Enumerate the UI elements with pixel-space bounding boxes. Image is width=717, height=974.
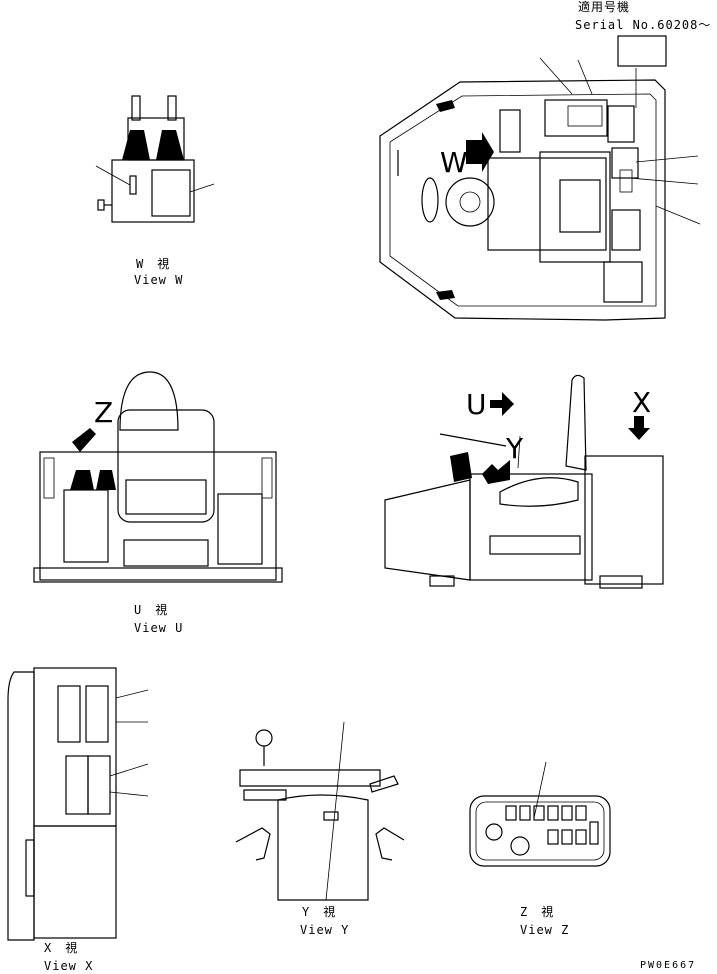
serial-box <box>617 35 667 67</box>
view-u-drawing <box>33 371 283 583</box>
view-z-en: View Z <box>520 923 569 937</box>
serial-label: Serial No.60208～ <box>575 18 711 32</box>
view-z-jp: Z 視 <box>520 904 554 919</box>
view-y-en: View Y <box>300 923 349 937</box>
view-y-jp: Y 視 <box>302 904 336 919</box>
view-w-jp: W 視 <box>136 256 170 271</box>
view-z-drawing <box>469 761 611 867</box>
arrow-letter-w: W <box>440 146 468 179</box>
view-u-en: View U <box>134 621 183 635</box>
cab-side-view <box>384 374 664 589</box>
view-x-en: View X <box>44 959 93 973</box>
view-u-jp: U 視 <box>134 602 168 617</box>
view-w-en: View W <box>134 273 183 287</box>
arrow-letter-y: Y <box>505 432 524 465</box>
arrow-letter-x: X <box>632 386 651 419</box>
arrow-letter-z: Z <box>94 396 113 429</box>
view-x-jp: X 視 <box>44 940 78 955</box>
view-y-drawing <box>235 721 405 901</box>
drawing-code: PW0E667 <box>640 960 696 971</box>
applicable-label: 適用号機 <box>578 0 630 14</box>
arrow-letter-u: U <box>466 388 487 421</box>
cab-top-view <box>379 57 701 321</box>
view-w-drawing <box>95 95 215 223</box>
view-x-drawing <box>7 667 149 941</box>
